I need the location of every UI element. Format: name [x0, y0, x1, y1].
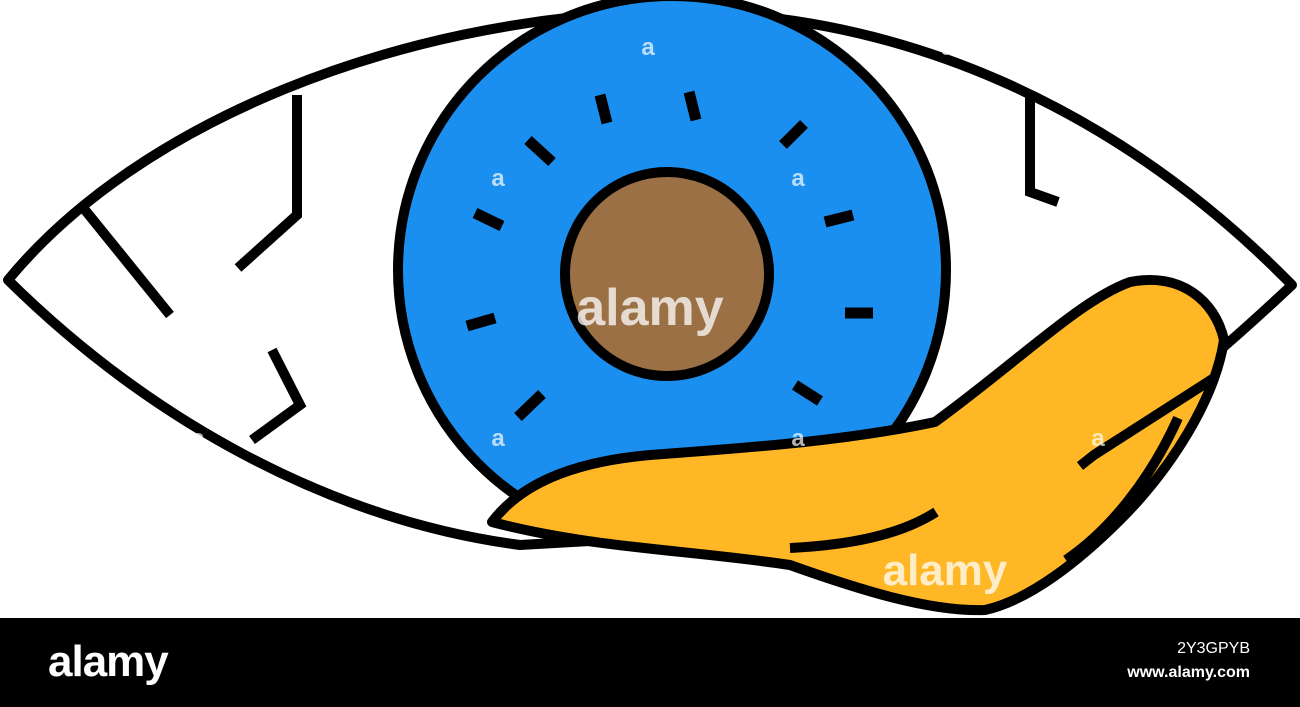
- svg-text:a: a: [641, 34, 655, 61]
- pupil: [560, 167, 774, 381]
- svg-text:a: a: [791, 425, 805, 452]
- eye-discharge-icon: alamy alamy a a a a a a a a a: [3, 0, 1297, 616]
- watermark-small-marks: a a a a a a a a a: [191, 34, 1105, 452]
- svg-text:a: a: [341, 34, 355, 61]
- svg-text:a: a: [1091, 425, 1105, 452]
- svg-text:a: a: [191, 425, 205, 452]
- watermark-lower: alamy: [883, 546, 1008, 595]
- discharge-detail-lines: [789, 373, 1217, 565]
- svg-text:a: a: [941, 34, 955, 61]
- image-id: 2Y3GPYB: [1177, 640, 1250, 657]
- blood-vessel-lines: [81, 95, 1060, 445]
- watermark-center: alamy: [576, 279, 724, 337]
- footer-bar: alamy 2Y3GPYB www.alamy.com: [0, 618, 1300, 707]
- footer-url[interactable]: www.alamy.com: [1127, 664, 1250, 681]
- svg-text:a: a: [491, 165, 505, 192]
- svg-text:a: a: [791, 165, 805, 192]
- iris-ticks: [465, 90, 873, 421]
- footer-logo: alamy: [48, 637, 169, 686]
- svg-text:a: a: [491, 425, 505, 452]
- eye-discharge: [487, 275, 1229, 616]
